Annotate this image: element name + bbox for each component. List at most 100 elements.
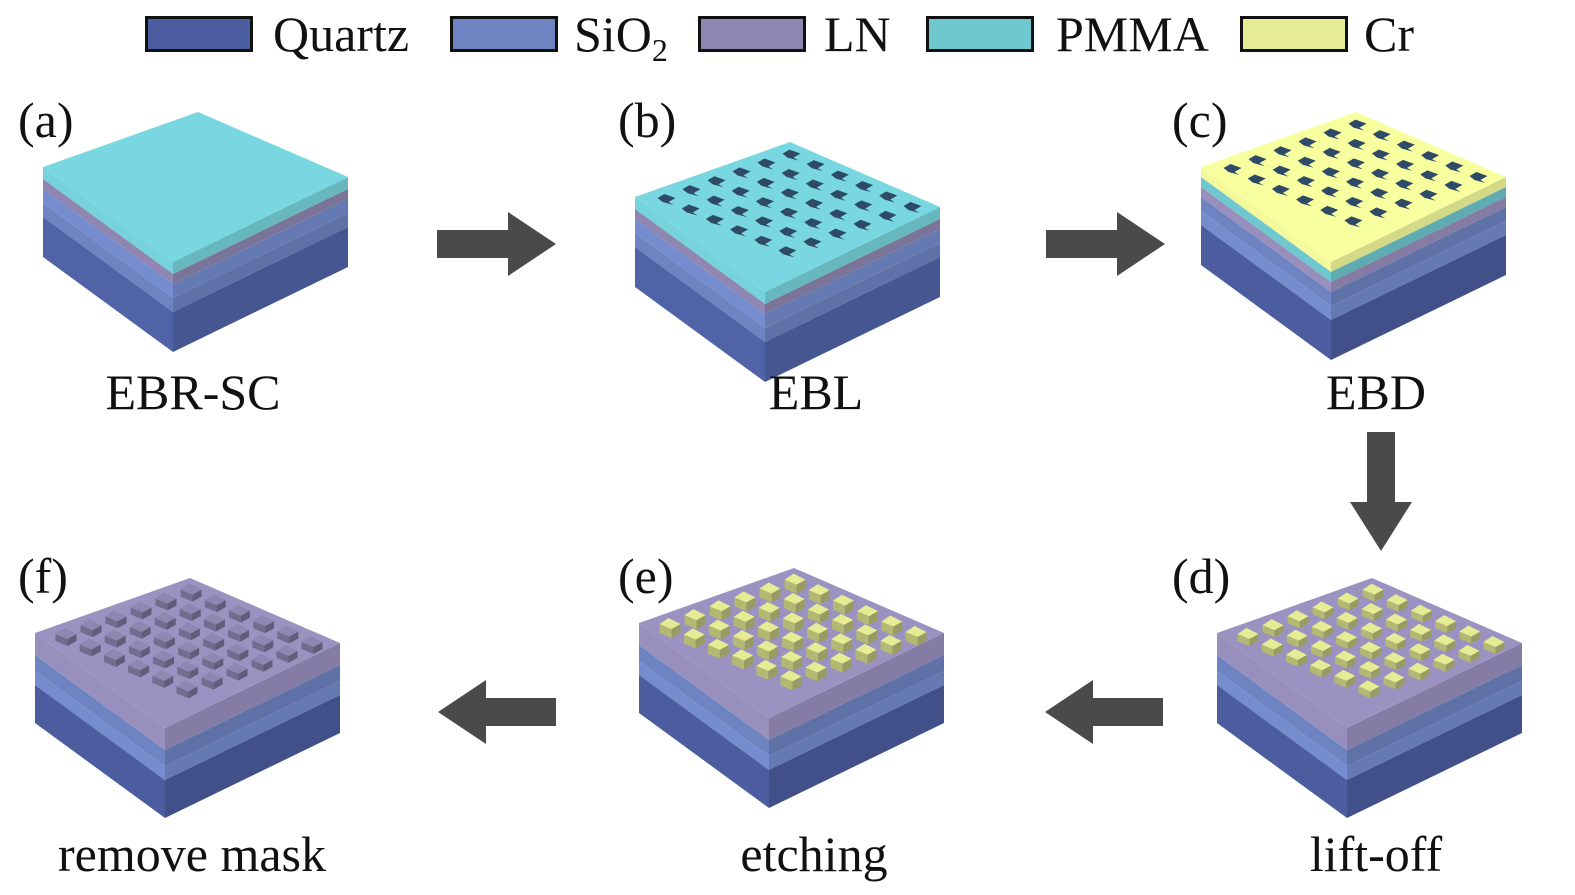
stack-e-feature-1-5-top — [683, 628, 705, 640]
stack-f-feature-5-4-top — [201, 671, 223, 683]
stack-f-feature-2-5-left — [103, 654, 116, 667]
stack-e-feature-4-1-left — [856, 630, 869, 645]
stack-d-feature-2-3-right — [1347, 637, 1357, 650]
stack-b-feature-4-1 — [854, 200, 873, 212]
stack-e-feature-4-2-left — [831, 639, 844, 654]
stack-d-feature-3-4-left — [1335, 656, 1348, 669]
stack-f-feature-3-5-right — [140, 665, 150, 678]
stack-d-feature-4-0-left — [1459, 631, 1472, 644]
stack-e-feature-1-3-top — [733, 610, 755, 622]
stack-b-feature-4-4 — [779, 227, 798, 239]
stack-d-feature-5-0-left — [1483, 642, 1496, 655]
stack-f-feature-3-3-right — [190, 647, 200, 660]
legend-item-sio2: SiO2 — [450, 6, 690, 66]
stack-d-feature-1-5-right — [1273, 644, 1283, 657]
stack-e-feature-5-2-right — [867, 649, 877, 664]
stack-c-layer-2-right-face — [1331, 197, 1506, 292]
stack-c-feature-3-2 — [1371, 168, 1390, 180]
stack-e-feature-5-3-right — [842, 658, 852, 673]
stack-c-feature-4-2 — [1395, 179, 1414, 191]
stack-e-feature-3-2-left — [807, 628, 820, 643]
stack-d-feature-4-1-left — [1434, 640, 1447, 653]
legend-label-cr: Cr — [1364, 6, 1414, 62]
stack-f-feature-2-4-top — [128, 640, 150, 652]
stack-b-feature-0-1 — [757, 158, 776, 170]
stack-f-feature-2-2-left — [178, 628, 191, 641]
stack-e-feature-5-0-top — [905, 626, 927, 638]
stack-d-feature-2-0-top — [1410, 604, 1432, 616]
stack-f-feature-1-1-top — [179, 602, 201, 614]
stack-f-layer-2-left-face — [35, 671, 165, 780]
stack-a-layer-1-right-face — [173, 189, 348, 284]
stack-f-feature-3-2-left — [203, 638, 216, 651]
stack-b-feature-2-1 — [805, 179, 824, 191]
stack-e-layer-0-left-face — [639, 623, 769, 740]
stack-c-layer-3-right-face — [1331, 207, 1506, 306]
stack-f-feature-1-3-left — [129, 626, 142, 639]
stack-f-layer-0-right-face — [165, 643, 340, 750]
stack-e-layer-2-right-face — [769, 671, 944, 770]
stack-d-feature-3-3-right — [1372, 647, 1382, 660]
stack-e-feature-5-3-left — [830, 658, 843, 673]
stack-e-feature-2-3-top — [757, 621, 779, 633]
stack-e-feature-2-2-right — [794, 618, 804, 633]
stack-f-feature-1-4-top — [104, 629, 126, 641]
stack-f-feature-5-0-right — [313, 642, 323, 655]
stack-c-layer-4-left-face — [1201, 211, 1331, 320]
stack-d-layer-2-right-face — [1347, 681, 1522, 780]
stack-c-feature-3-3 — [1346, 177, 1365, 189]
stack-c-feature-0-5 — [1223, 163, 1242, 175]
stack-e-feature-1-0-left — [808, 590, 821, 605]
stack-c-feature-1-0 — [1372, 130, 1391, 142]
panel-letter-e: (e) — [618, 548, 674, 604]
stack-f-feature-5-2-left — [251, 659, 264, 672]
stack-f-feature-5-0-top — [301, 636, 323, 648]
stack-a-layer-0-right-face — [173, 177, 348, 274]
stack-f-feature-2-1-left — [203, 619, 216, 632]
stack-d-feature-0-4-top — [1262, 619, 1284, 631]
stack-d-feature-4-4-left — [1359, 667, 1372, 680]
stack-d-feature-2-2-right — [1372, 628, 1382, 641]
stack-e-feature-2-1-right — [819, 609, 829, 624]
stack-f-feature-5-5-top — [176, 680, 198, 692]
stack-b-layer-4-left-face — [635, 247, 765, 382]
stack-d-feature-4-2-right — [1421, 649, 1431, 662]
stack-f-feature-2-3-right — [165, 637, 175, 650]
stack-f-feature-2-4-left — [128, 646, 141, 659]
arrow-a-to-b — [437, 212, 556, 276]
stack-d-feature-3-0-top — [1435, 615, 1457, 627]
stack-f-feature-4-1-left — [252, 640, 265, 653]
panel-letter-a: (a) — [18, 92, 74, 148]
stack-d-feature-0-1-right — [1349, 598, 1359, 611]
stack-f-feature-2-1-top — [203, 613, 225, 625]
stack-f-feature-1-1-left — [179, 608, 192, 621]
stack-b-feature-2-0 — [830, 170, 849, 182]
stack-d-feature-3-2-top — [1385, 632, 1407, 644]
stack-d-feature-4-2-left — [1409, 649, 1422, 662]
stack-f-feature-1-0-top — [204, 594, 226, 606]
stack-f-feature-2-0-top — [228, 604, 250, 616]
panel-e: (e) — [618, 548, 958, 878]
stack-d-feature-1-0-left — [1386, 600, 1399, 613]
stack-f-feature-3-0-right — [265, 621, 275, 634]
stack-f-feature-2-3-left — [153, 637, 166, 650]
stack-e-feature-5-5-left — [780, 676, 793, 691]
stack-f-feature-0-1-top — [155, 592, 177, 604]
stack-f-feature-5-0-left — [301, 642, 314, 655]
stack-b-layer-4-right-face — [765, 257, 940, 382]
stack-f-feature-4-4-left — [177, 667, 190, 680]
stack-b-feature-1-1 — [781, 168, 800, 180]
stack-d-feature-2-5-left — [1285, 654, 1298, 667]
panel-d: (d) — [1172, 548, 1522, 878]
stack-d-feature-1-0-right — [1398, 600, 1408, 613]
stack-e-layer-3-left-face — [639, 675, 769, 808]
stack-f-layer-1-right-face — [165, 665, 340, 766]
stack-d-feature-1-0-top — [1386, 594, 1408, 606]
stack-e-feature-2-1-left — [807, 609, 820, 624]
stack-d-feature-0-2-right — [1324, 607, 1334, 620]
stack-f-feature-1-4-right — [116, 635, 126, 648]
stack-e-feature-2-3-right — [769, 627, 779, 642]
stack-b-feature-3-1 — [830, 189, 849, 201]
stack-e-feature-1-1-left — [783, 598, 796, 613]
stack-d-layer-3-right-face — [1347, 695, 1522, 818]
